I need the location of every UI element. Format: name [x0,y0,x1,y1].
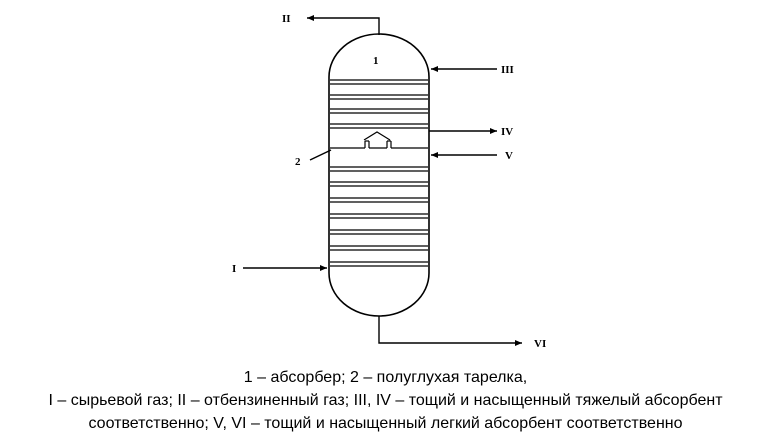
tray [330,181,428,187]
caption-line: 1 – абсорбер; 2 – полуглухая тарелка, [243,369,528,386]
semi-blind-tray [330,131,428,149]
caption-line: I – сырьевой газ; II – отбензиненный газ… [48,392,723,409]
tray [330,229,428,235]
absorber-diagram: II 1 III IV V 2 I VI [232,13,546,350]
tray [330,108,428,114]
tray [330,123,428,129]
stream-II-label: II [282,13,291,25]
tray [330,245,428,251]
stream-VI-arrow [378,316,522,346]
stream-VI-label: VI [534,338,546,350]
caption-line: соответственно; V, VI – тощий и насыщенн… [88,415,683,432]
tray [330,197,428,203]
tray-leader-line [309,149,332,161]
stream-III-label: III [501,64,514,76]
absorber-label: 1 [373,55,379,67]
stream-II-arrow [307,15,380,35]
tray-label: 2 [295,156,301,168]
stream-V-label: V [505,150,513,162]
figure-caption: 1 – абсорбер; 2 – полуглухая тарелка, I … [0,366,771,435]
tray [330,79,428,85]
tray [330,213,428,219]
stream-IV-label: IV [501,126,513,138]
stream-I-label: I [232,263,236,275]
absorber-column [328,33,430,317]
tray [330,261,428,267]
tray [330,166,428,172]
tray [330,94,428,100]
trays [330,79,428,267]
